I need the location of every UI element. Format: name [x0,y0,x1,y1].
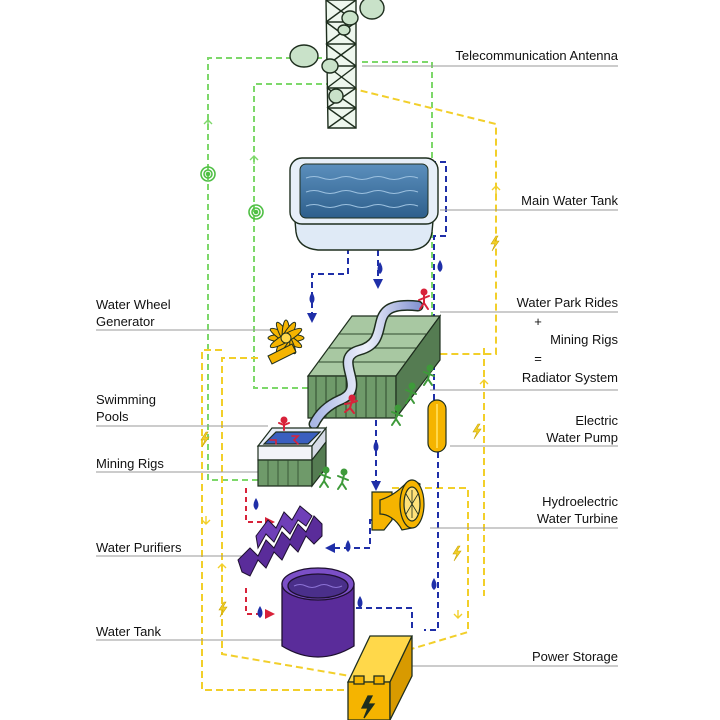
arrow-down-icon [453,610,463,619]
label-equals: = [534,351,542,366]
person-icon [278,416,290,431]
label-radiator-system: Radiator System [521,370,618,385]
label-power-storage: Power Storage [532,649,618,664]
lightning-icon [200,431,210,448]
label-swimming-pools-line2: Pools [96,409,129,424]
lightning-icon [490,235,500,252]
water-drop-icon [431,578,437,590]
lightning-icon [218,601,228,618]
person-icon [418,288,430,310]
arrow-up-icon [217,563,227,572]
label-turbine-line1: Hydroelectric [542,494,618,509]
main-water-tank [289,157,439,251]
wifi-signal-icons [200,166,264,220]
label-turbine-line2: Water Turbine [536,511,618,526]
water-drop-icon [345,540,351,552]
person-icon [319,466,331,488]
label-electric-pump-line2: Water Pump [546,430,618,445]
label-mining-rigs: Mining Rigs [96,456,164,471]
lightning-icon [472,423,482,440]
red-flow-lines [245,488,275,619]
wifi-signal-icon [200,166,216,182]
water-drop-icon [253,498,259,510]
label-water-tank: Water Tank [96,624,162,639]
label-telecom-antenna: Telecommunication Antenna [455,48,618,63]
water-drop-icon [377,262,383,274]
person-icon [405,382,417,404]
water-drop-icon [257,606,263,618]
person-icon [344,394,358,414]
water-drop-icons [253,260,443,618]
arrow-up-icon [491,185,501,194]
label-mining-rigs-top: Mining Rigs [550,332,618,347]
electric-water-pump [427,399,447,453]
person-icon [391,404,403,426]
flow-arrows [201,119,501,619]
water-wheel-generator [267,319,305,365]
label-main-water-tank: Main Water Tank [521,193,618,208]
water-drop-icon [373,440,379,452]
signal-lines [207,57,433,481]
person-icon [269,435,300,445]
arrow-up-icon [479,379,489,388]
lightning-icons [200,235,500,618]
water-tank [281,567,355,658]
label-electric-pump-line1: Electric [575,413,618,428]
arrow-up-icon [203,119,213,128]
water-drop-icon [437,260,443,272]
water-drop-icon [357,596,363,608]
label-swimming-pools-line1: Swimming [96,392,156,407]
person-icon [337,468,349,490]
label-water-park-rides: Water Park Rides [516,295,618,310]
lightning-icon [452,545,462,562]
label-water-purifiers: Water Purifiers [96,540,182,555]
label-water-wheel-line2: Generator [96,314,155,329]
leader-lines [96,65,618,667]
water-purifiers [237,505,323,577]
water-drop-icon [309,292,315,304]
swimming-pool [256,426,328,488]
people-icons [269,288,435,490]
label-water-wheel-line1: Water Wheel [96,297,171,312]
arrow-up-icon [249,155,259,164]
wifi-signal-icon [248,204,264,220]
power-storage [346,635,414,720]
label-plus: + [534,314,542,329]
arrow-down-icon [201,516,211,525]
antenna-tower-icon [289,0,385,129]
hydroelectric-turbine [371,479,425,531]
person-icon [423,364,435,386]
